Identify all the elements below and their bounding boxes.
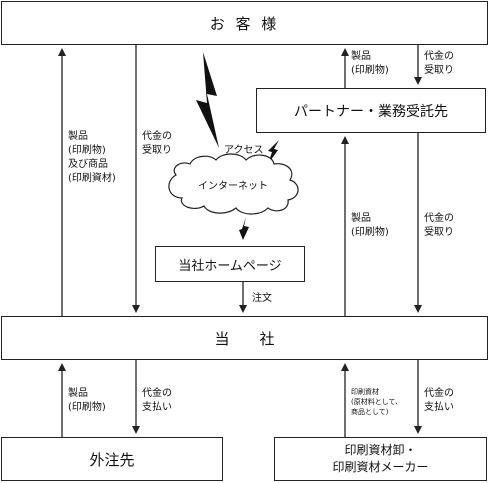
- label-access: アクセス: [224, 145, 264, 156]
- supplier-label: 印刷資材卸・ 印刷資材メーカー: [332, 443, 429, 474]
- outsource-label: 外注先: [89, 450, 135, 469]
- label-payment-outsource: 代金の 支払い: [142, 388, 172, 413]
- company-label: 当 社: [214, 329, 275, 348]
- lightning-bolt-small-lower: [239, 217, 249, 240]
- homepage-label: 当社ホームページ: [178, 258, 282, 274]
- label-payment-received-left: 代金の 受取り: [142, 131, 172, 156]
- lightning-bolt-large: [196, 52, 219, 148]
- label-products-outsource: 製品 (印刷物): [68, 388, 106, 413]
- label-payment-partner-top: 代金の 受取り: [424, 51, 454, 76]
- customer-label: お 客 様: [209, 14, 280, 33]
- label-products-goods: 製品 (印刷物) 及び商品 (印刷資材): [68, 131, 116, 184]
- supplier-box: 印刷資材卸・ 印刷資材メーカー: [274, 437, 487, 481]
- label-materials: 印刷資材 (原材料として、 商品として): [351, 388, 403, 416]
- partner-box: パートナー・業務受託先: [256, 88, 486, 133]
- outsource-box: 外注先: [1, 437, 223, 481]
- label-products-partner-top: 製品 (印刷物): [351, 51, 389, 76]
- partner-label: パートナー・業務受託先: [294, 103, 448, 120]
- label-order: 注文: [252, 293, 272, 304]
- label-products-partner-bottom: 製品 (印刷物): [351, 213, 389, 238]
- label-payment-partner-bottom: 代金の 受取り: [424, 213, 454, 238]
- customer-box: お 客 様: [1, 1, 488, 45]
- company-box: 当 社: [1, 316, 488, 360]
- internet-label: インターネット: [198, 181, 268, 192]
- label-payment-supplier: 代金の 支払い: [424, 388, 454, 413]
- homepage-box: 当社ホームページ: [155, 246, 305, 282]
- internet-cloud: [168, 153, 299, 215]
